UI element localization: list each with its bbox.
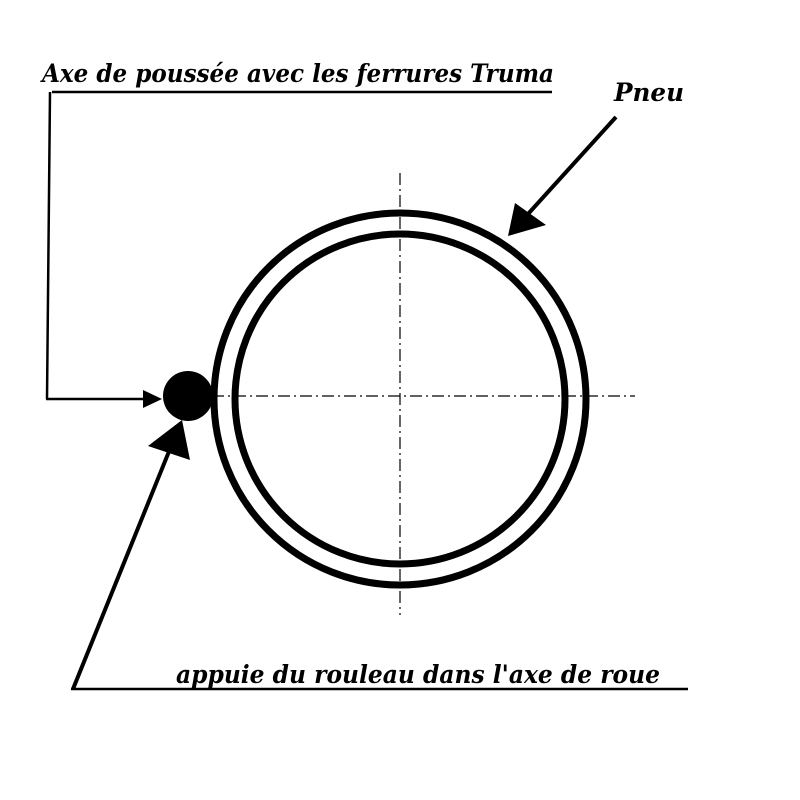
tire-outer-ring bbox=[210, 209, 590, 589]
push-axis-leader-vertical bbox=[45, 91, 52, 400]
wheel-inner-ring bbox=[231, 230, 569, 568]
tire-label: Pneu bbox=[613, 78, 684, 107]
roller-support-arrowhead bbox=[148, 420, 190, 460]
tire-arrow-shaft bbox=[526, 115, 618, 216]
roller-support-arrow-shaft bbox=[71, 443, 174, 690]
roller-dot bbox=[163, 371, 213, 421]
push-axis-label: Axe de poussée avec les ferrures Truma bbox=[40, 59, 554, 88]
roller-support-label: appuie du rouleau dans l'axe de roue bbox=[176, 660, 660, 689]
push-axis-arrowhead bbox=[143, 390, 162, 408]
tire-arrowhead bbox=[508, 203, 546, 236]
